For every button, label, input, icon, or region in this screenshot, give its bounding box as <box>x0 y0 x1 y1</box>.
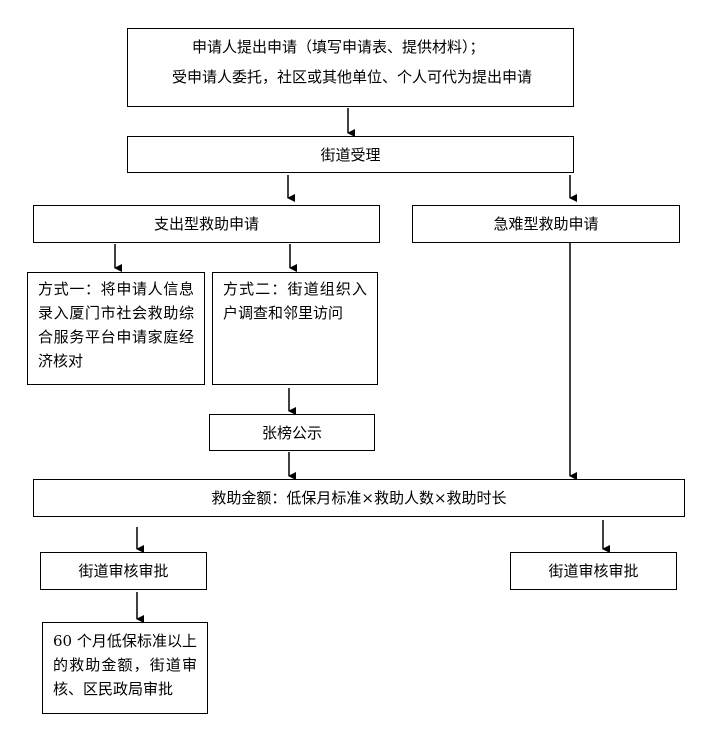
public-notice-box: 张榜公示 <box>209 414 375 451</box>
method-two-box: 方式二：街道组织入户调查和邻里访问 <box>212 272 378 385</box>
method-two-text: 方式二：街道组织入户调查和邻里访问 <box>223 280 367 322</box>
street-approve-left-box: 街道审核审批 <box>40 552 207 590</box>
method-one-box: 方式一：将申请人信息录入厦门市社会救助综合服务平台申请家庭经济核对 <box>27 272 205 385</box>
amount-formula-label: 救助金额：低保月标准×救助人数×救助时长 <box>211 489 507 507</box>
expense-apply-box: 支出型救助申请 <box>33 205 380 243</box>
apply-box: 申请人提出申请（填写申请表、提供材料）； 受申请人委托，社区或其他单位、个人可代… <box>127 28 574 107</box>
emergency-apply-label: 急难型救助申请 <box>493 215 599 233</box>
street-approve-right-label: 街道审核审批 <box>548 562 639 580</box>
over-sixty-text: 60 个月低保标准以上的救助金额，街道审核、区民政局审批 <box>53 632 197 698</box>
expense-apply-label: 支出型救助申请 <box>153 215 259 233</box>
street-accept-box: 街道受理 <box>127 136 574 173</box>
street-approve-right-box: 街道审核审批 <box>510 552 677 590</box>
amount-formula-box: 救助金额：低保月标准×救助人数×救助时长 <box>33 479 685 517</box>
apply-line-2: 受申请人委托，社区或其他单位、个人可代为提出申请 <box>172 68 533 86</box>
street-approve-left-label: 街道审核审批 <box>78 562 169 580</box>
public-notice-label: 张榜公示 <box>261 423 322 442</box>
apply-line-1: 申请人提出申请（填写申请表、提供材料）； <box>192 38 485 56</box>
street-accept-label: 街道受理 <box>320 145 381 164</box>
emergency-apply-box: 急难型救助申请 <box>412 205 680 243</box>
method-one-text: 方式一：将申请人信息录入厦门市社会救助综合服务平台申请家庭经济核对 <box>38 280 194 370</box>
over-sixty-box: 60 个月低保标准以上的救助金额，街道审核、区民政局审批 <box>42 622 208 714</box>
